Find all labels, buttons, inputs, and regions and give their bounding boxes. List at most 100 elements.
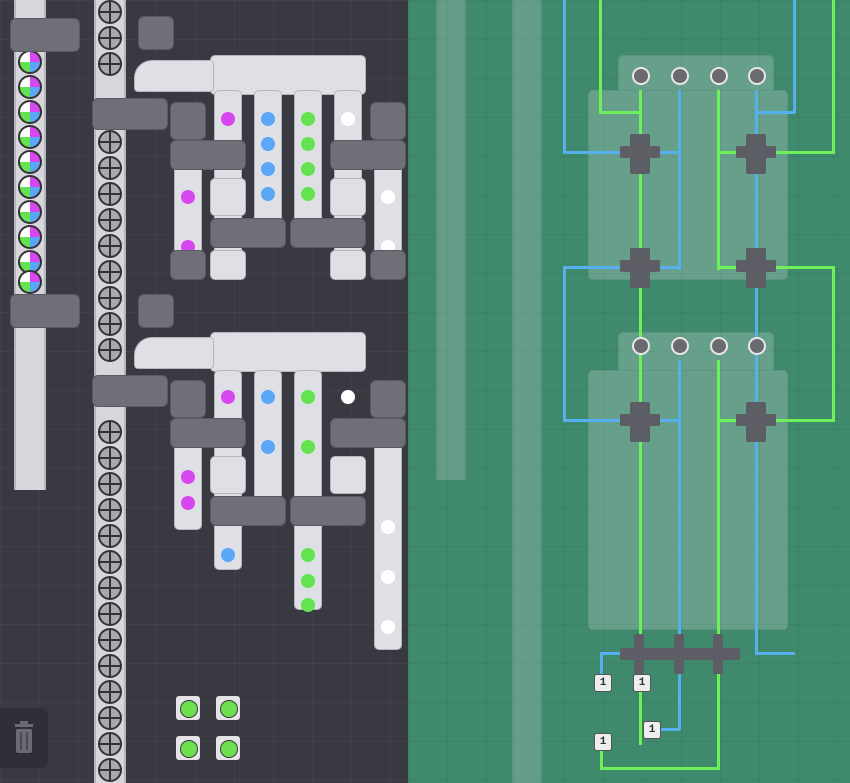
lamp-icon[interactable] [671, 67, 689, 85]
lamp-icon[interactable] [632, 67, 650, 85]
quad-shape-icon [18, 225, 42, 249]
tunnel-exit[interactable] [330, 178, 366, 216]
quad-shape-icon [18, 50, 42, 74]
blue-wire [678, 360, 681, 730]
grey-shape-icon [98, 680, 122, 704]
balancer[interactable] [210, 218, 286, 248]
grey-shape-icon [98, 498, 122, 522]
belt-corner[interactable] [134, 337, 214, 369]
grey-shape-icon [98, 628, 122, 652]
build-layer-view[interactable] [0, 0, 408, 783]
green-paint-icon [301, 548, 315, 562]
balancer[interactable] [170, 140, 246, 170]
balancer[interactable] [290, 496, 366, 526]
trash-button[interactable] [0, 708, 48, 768]
green-wire [832, 0, 835, 153]
blue-paint-icon [261, 187, 275, 201]
tunnel-exit[interactable] [330, 456, 366, 494]
green-wire [717, 360, 720, 770]
item-emitter-icon[interactable] [216, 736, 240, 760]
splitter[interactable] [92, 375, 168, 407]
lamp-icon[interactable] [671, 337, 689, 355]
tunnel-entrance[interactable] [370, 102, 406, 140]
blue-paint-icon [261, 137, 275, 151]
constant-signal-icon[interactable]: 1 [633, 674, 651, 692]
quad-shape-icon [18, 125, 42, 149]
belt-reader[interactable] [10, 18, 80, 52]
belt-reader[interactable] [138, 16, 174, 50]
blue-paint-icon [261, 162, 275, 176]
grey-shape-icon [98, 550, 122, 574]
grey-shape-icon [98, 654, 122, 678]
wire-cross-icon [736, 146, 776, 158]
grey-shape-icon [98, 208, 122, 232]
grey-shape-icon [98, 234, 122, 258]
item-emitter-icon[interactable] [216, 696, 240, 720]
quad-shape-icon [18, 100, 42, 124]
green-paint-icon [301, 390, 315, 404]
tunnel-exit[interactable] [210, 456, 246, 494]
grey-shape-icon [98, 420, 122, 444]
wire-cross-icon [620, 146, 660, 158]
tunnel-exit[interactable] [210, 178, 246, 216]
white-lane[interactable] [374, 440, 402, 650]
blue-paint-icon [221, 548, 235, 562]
lamp-icon[interactable] [710, 337, 728, 355]
green-wire [717, 90, 720, 270]
lamp-icon[interactable] [710, 67, 728, 85]
purple-lane[interactable] [174, 440, 202, 530]
painter[interactable] [210, 55, 366, 95]
belt-reader[interactable] [10, 294, 80, 328]
balancer[interactable] [330, 418, 406, 448]
quad-shape-icon [18, 200, 42, 224]
grey-shape-icon [98, 312, 122, 336]
tunnel-entrance[interactable] [370, 250, 406, 280]
blue-wire [678, 90, 681, 270]
green-paint-icon [301, 112, 315, 126]
green-wire [600, 767, 720, 770]
blue-wire [755, 111, 795, 114]
balancer[interactable] [170, 418, 246, 448]
splitter[interactable] [92, 98, 168, 130]
purple-paint-icon [221, 112, 235, 126]
lamp-icon[interactable] [748, 67, 766, 85]
purple-paint-icon [221, 390, 235, 404]
quad-shape-stream [18, 0, 42, 300]
lamp-icon[interactable] [748, 337, 766, 355]
green-wire [717, 151, 835, 154]
blue-wire [563, 0, 566, 153]
green-paint-icon [301, 187, 315, 201]
tunnel-entrance[interactable] [370, 380, 406, 418]
wire-cross-icon [713, 634, 723, 674]
tunnel-entrance[interactable] [170, 250, 206, 280]
green-lane[interactable] [294, 370, 322, 610]
constant-signal-icon[interactable]: 1 [594, 733, 612, 751]
wire-cross-icon [674, 634, 684, 674]
blue-wire [658, 728, 680, 731]
balancer[interactable] [290, 218, 366, 248]
balancer[interactable] [330, 140, 406, 170]
wire-cross-icon [736, 414, 776, 426]
tunnel-exit[interactable] [210, 250, 246, 280]
green-lane[interactable] [294, 90, 322, 230]
tunnel-exit[interactable] [330, 250, 366, 280]
belt-reader[interactable] [138, 294, 174, 328]
item-emitter-icon[interactable] [176, 696, 200, 720]
grey-shape-icon [98, 182, 122, 206]
grey-shape-icon [98, 706, 122, 730]
ghost-belt [436, 0, 466, 480]
balancer[interactable] [210, 496, 286, 526]
green-wire [599, 0, 602, 113]
tunnel-entrance[interactable] [170, 380, 206, 418]
green-wire [599, 111, 641, 114]
belt-corner[interactable] [134, 60, 214, 92]
tunnel-entrance[interactable] [170, 102, 206, 140]
painter[interactable] [210, 332, 366, 372]
constant-signal-icon[interactable]: 1 [594, 674, 612, 692]
purple-paint-icon [181, 470, 195, 484]
item-emitter-icon[interactable] [176, 736, 200, 760]
constant-signal-icon[interactable]: 1 [643, 721, 661, 739]
wires-layer-view[interactable]: 1 1 1 1 [408, 0, 850, 783]
blue-lane[interactable] [254, 90, 282, 230]
lamp-icon[interactable] [632, 337, 650, 355]
